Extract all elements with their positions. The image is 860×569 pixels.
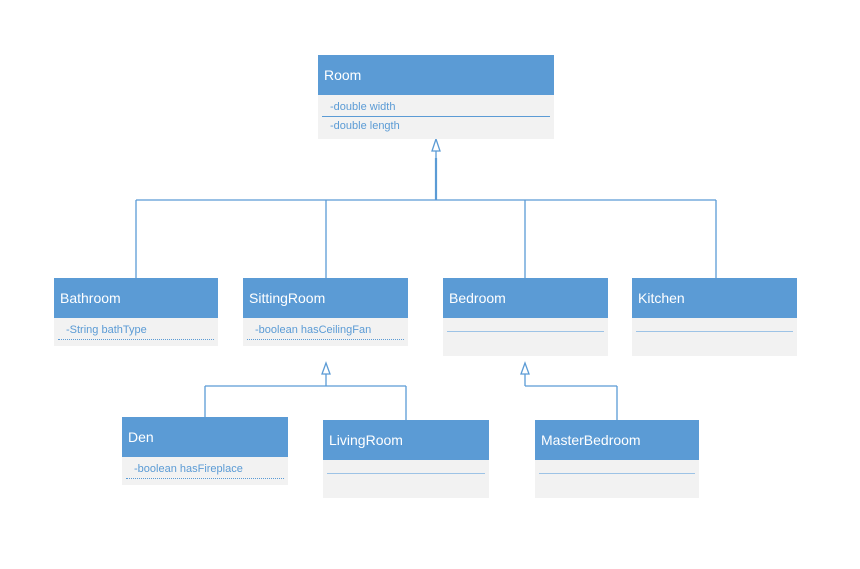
class-den-name: Den xyxy=(122,417,288,457)
class-bedroom: Bedroom xyxy=(443,278,608,356)
class-sittingroom: SittingRoom -boolean hasCeilingFan xyxy=(243,278,408,346)
generalization-bedroom xyxy=(520,361,618,420)
inheritance-arrowhead-sittingroom xyxy=(321,361,331,375)
class-livingroom-name: LivingRoom xyxy=(323,420,489,460)
class-bathroom-name: Bathroom xyxy=(54,278,218,318)
class-room-attribute-width: -double width xyxy=(322,98,550,117)
class-bathroom-attribute-bathtype: -String bathType xyxy=(58,321,214,340)
class-den: Den -boolean hasFireplace xyxy=(122,417,288,485)
class-livingroom-attributes xyxy=(323,460,489,498)
generalization-room xyxy=(135,136,717,278)
class-kitchen: Kitchen xyxy=(632,278,797,356)
class-masterbedroom-attribute-divider xyxy=(539,473,695,474)
class-kitchen-attributes xyxy=(632,318,797,356)
inheritance-arrowhead-room xyxy=(431,136,441,152)
class-kitchen-attribute-divider xyxy=(636,331,793,332)
class-livingroom: LivingRoom xyxy=(323,420,489,498)
class-room-attribute-length: -double length xyxy=(330,120,400,132)
class-room: Room -double width -double length xyxy=(318,55,554,139)
class-masterbedroom-name: MasterBedroom xyxy=(535,420,699,460)
class-den-attribute-hasfireplace: -boolean hasFireplace xyxy=(126,460,284,479)
class-sittingroom-name: SittingRoom xyxy=(243,278,408,318)
class-sittingroom-attribute-hasceilingfan: -boolean hasCeilingFan xyxy=(247,321,404,340)
class-room-name: Room xyxy=(318,55,554,95)
class-sittingroom-attributes: -boolean hasCeilingFan xyxy=(243,318,408,346)
class-bedroom-name: Bedroom xyxy=(443,278,608,318)
class-bathroom-attributes: -String bathType xyxy=(54,318,218,346)
class-den-attributes: -boolean hasFireplace xyxy=(122,457,288,485)
class-bathroom: Bathroom -String bathType xyxy=(54,278,218,346)
inheritance-arrowhead-bedroom xyxy=(520,361,530,375)
class-livingroom-attribute-divider xyxy=(327,473,485,474)
class-masterbedroom: MasterBedroom xyxy=(535,420,699,498)
class-kitchen-name: Kitchen xyxy=(632,278,797,318)
class-room-attributes: -double width -double length xyxy=(318,95,554,139)
class-masterbedroom-attributes xyxy=(535,460,699,498)
class-bedroom-attribute-divider xyxy=(447,331,604,332)
class-bedroom-attributes xyxy=(443,318,608,356)
generalization-sittingroom xyxy=(204,361,407,420)
